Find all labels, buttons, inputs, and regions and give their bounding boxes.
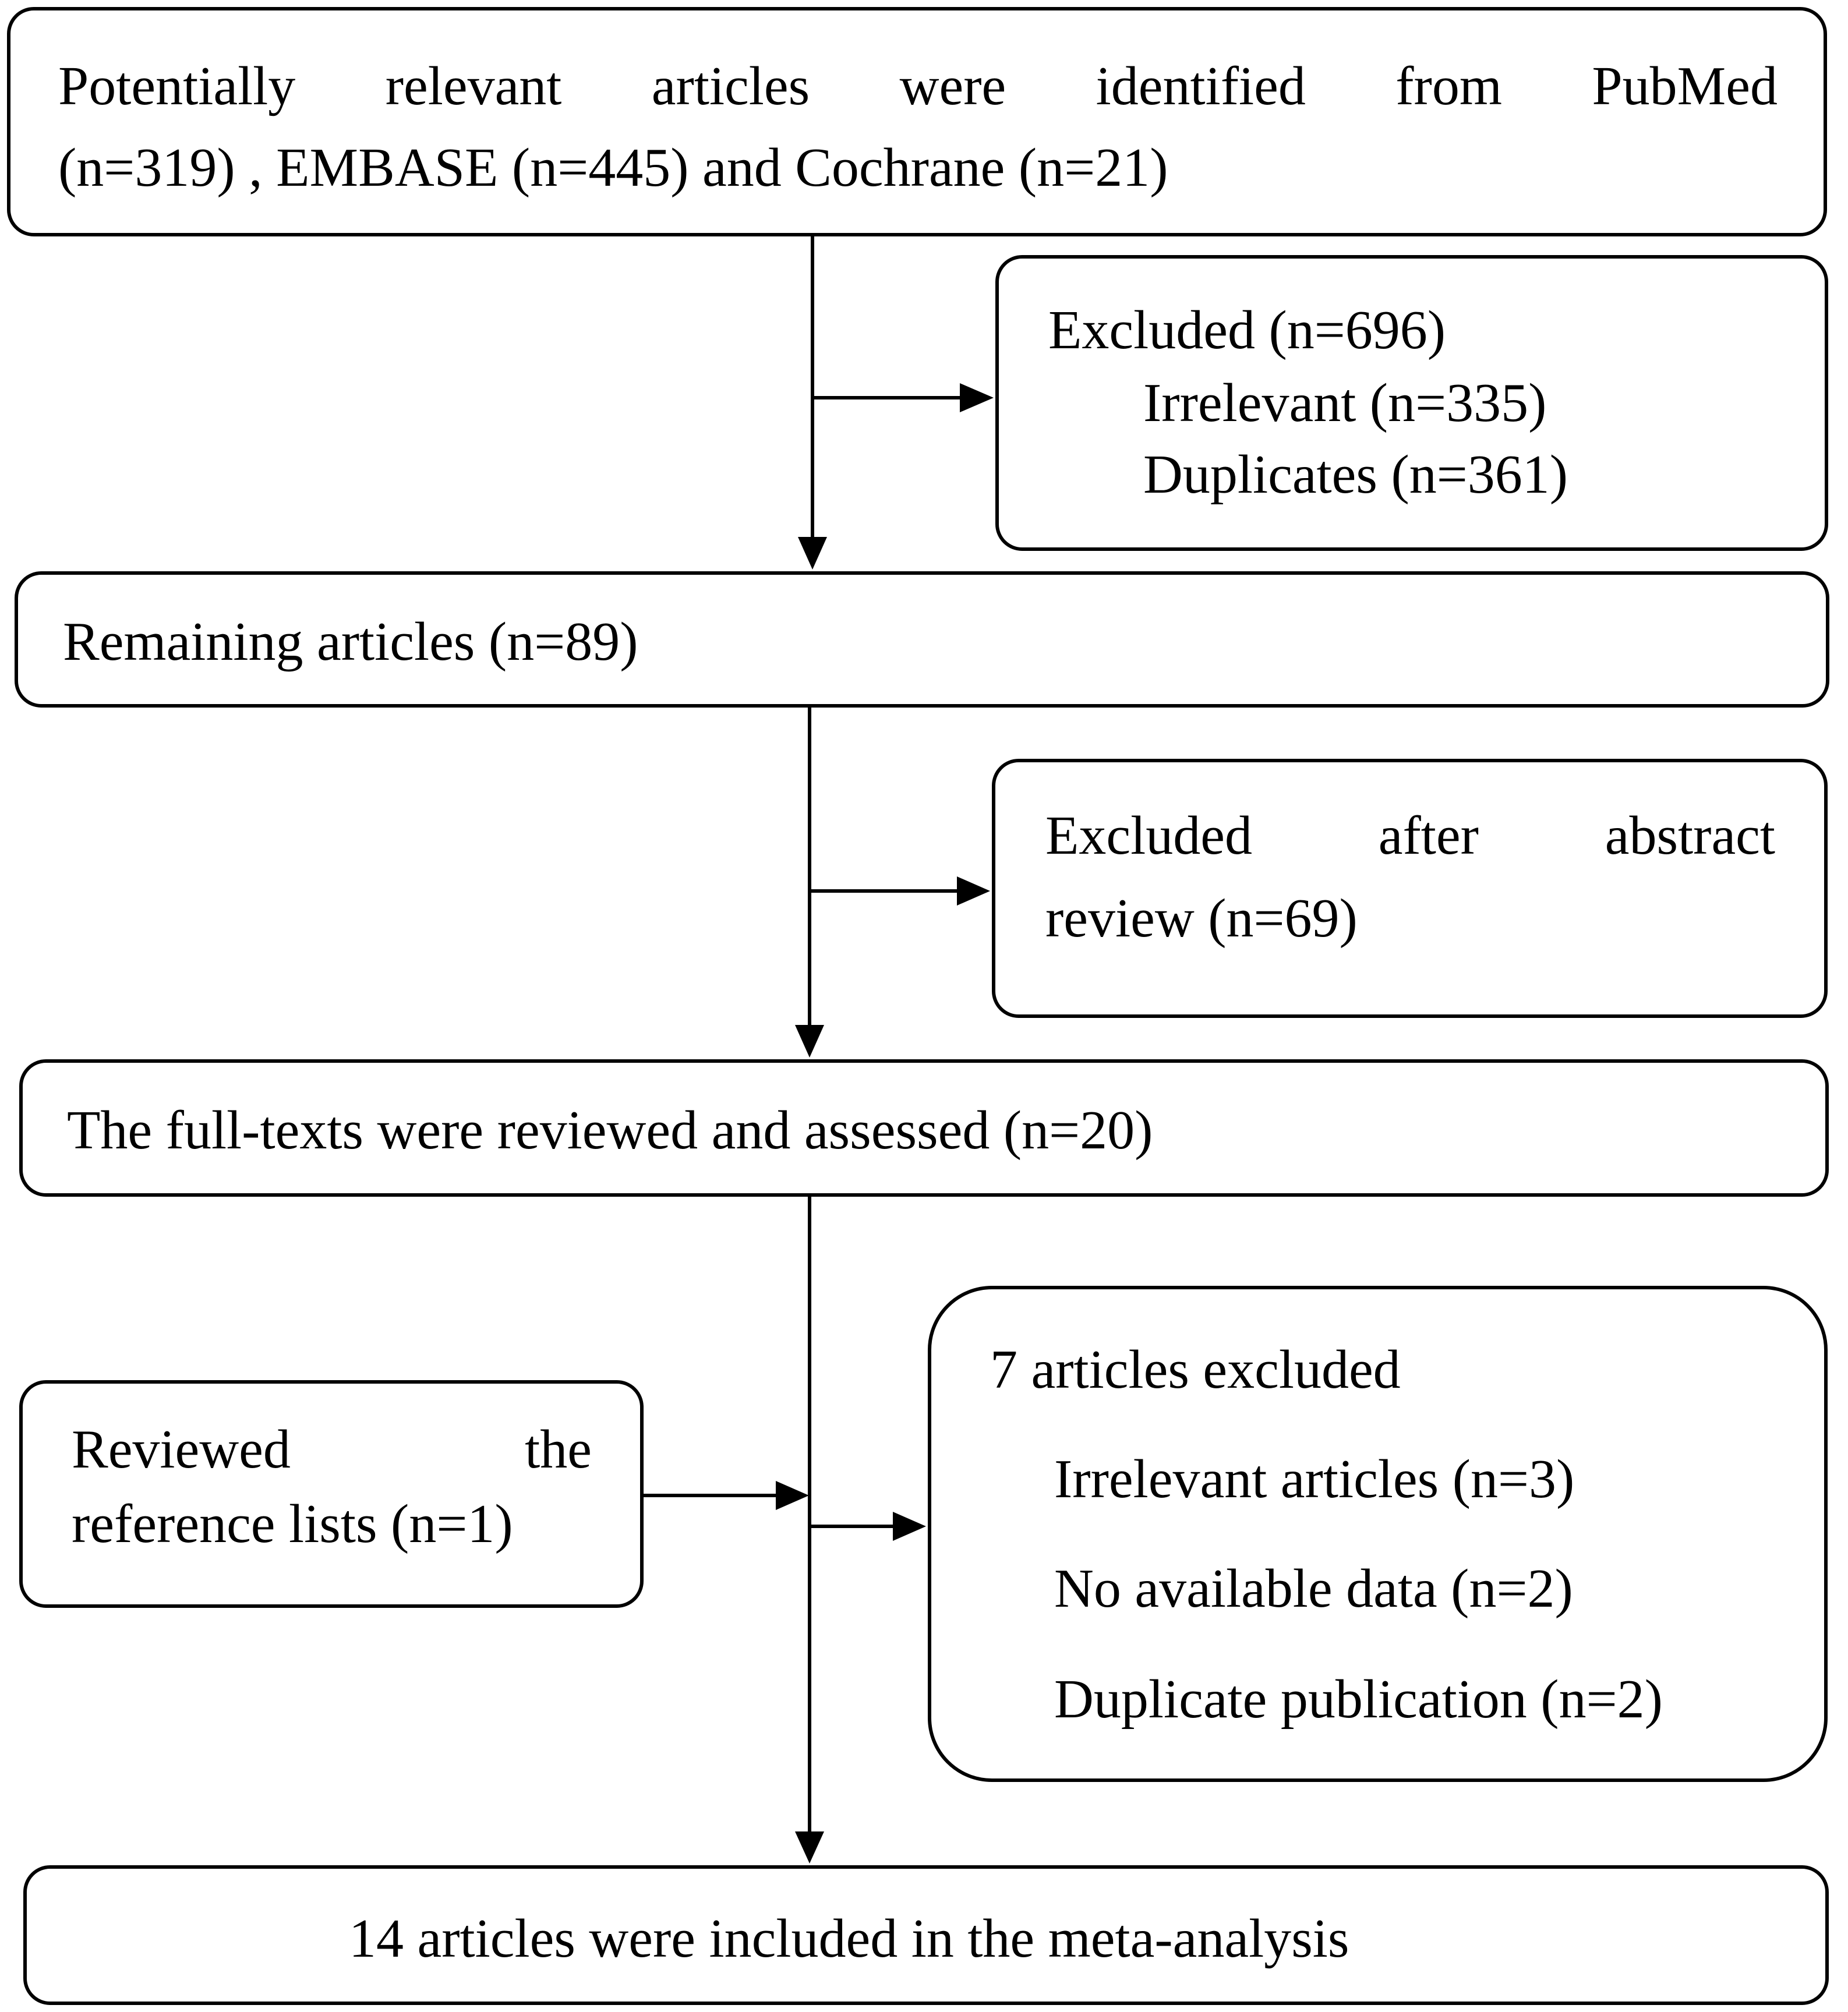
word: the [525,1419,592,1480]
remaining-text: Remaining articles (n=89) [63,611,638,672]
arrowhead-identified-to-remaining [798,537,827,570]
included-articles-box [23,1865,1829,2005]
reference-line-1: Reviewed the [72,1422,592,1477]
word: identified [1096,56,1306,116]
word: Excluded [1045,805,1252,866]
arrowhead-to-articles-excluded [893,1512,926,1541]
remaining-articles-box [15,571,1829,708]
arrowhead-reference-to-trunk [776,1481,809,1510]
excluded-item-irrelevant: Irrelevant (n=335) [1143,373,1547,433]
final-excluded-item-no-data: No available data (n=2) [1054,1558,1573,1619]
fulltext-text: The full-texts were reviewed and assesse… [67,1100,1153,1161]
arrowhead-fulltext-to-included [795,1831,824,1864]
excluded-item-duplicates: Duplicates (n=361) [1143,444,1568,505]
final-excluded-item-duplicate: Duplicate publication (n=2) [1054,1669,1663,1730]
excluded-abstract-line-1: Excluded after abstract [1045,808,1775,863]
excluded-duplicates-box [995,255,1828,551]
identified-line-1: Potentially relevant articles were ident… [58,59,1778,114]
arrowhead-to-excluded-abstract [957,876,990,906]
excluded-abstract-line-2: review (n=69) [1045,888,1358,949]
arrowhead-to-excluded-duplicates [960,383,994,412]
word: were [899,56,1006,116]
word: articles [651,56,810,116]
word: Potentially [58,56,296,116]
final-excluded-title: 7 articles excluded [990,1339,1401,1400]
word: from [1395,56,1502,116]
reference-line-2: reference lists (n=1) [72,1494,513,1554]
reference-lists-box [19,1380,644,1608]
fulltext-review-box [19,1059,1829,1197]
arrowhead-remaining-to-fulltext [795,1025,824,1058]
word: abstract [1605,805,1775,866]
included-text: 14 articles were included in the meta-an… [349,1908,1349,1969]
excluded-title: Excluded (n=696) [1048,300,1446,360]
word: relevant [385,56,562,116]
excluded-abstract-box [992,759,1828,1018]
final-excluded-item-irrelevant: Irrelevant articles (n=3) [1054,1449,1575,1509]
identified-line-2: (n=319) , EMBASE (n=445) and Cochrane (n… [58,137,1168,198]
word: Reviewed [72,1419,291,1480]
articles-excluded-box [928,1286,1828,1782]
word: after [1378,805,1479,866]
identified-articles-box [7,7,1827,236]
word: PubMed [1592,56,1778,116]
